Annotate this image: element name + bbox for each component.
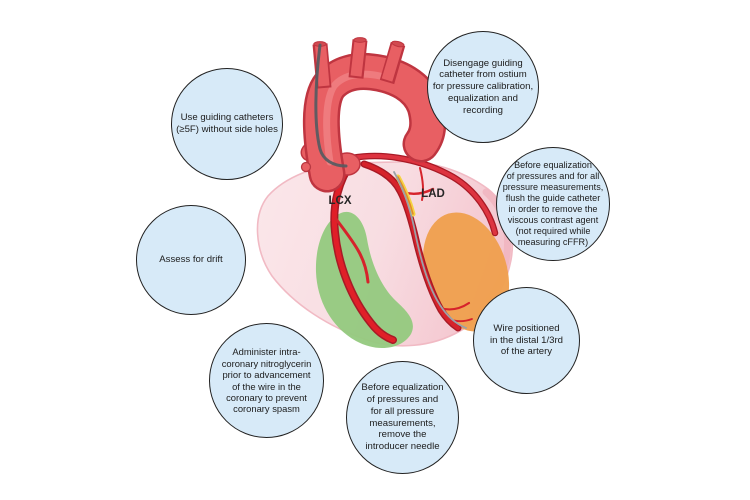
lad-stenosis-core: [397, 176, 414, 215]
bubble-disengage-catheter-text: Disengage guiding catheter from ostium f…: [432, 57, 534, 116]
lad-label: LAD: [421, 188, 445, 200]
bubble-assess-drift: Assess for drift: [136, 205, 246, 315]
bubble-wire-position-text: Wire positioned in the distal 1/3rd of t…: [489, 322, 564, 358]
bubble-nitroglycerin-text: Administer intra- coronary nitroglycerin…: [221, 346, 312, 415]
lad-distal-branch-2: [445, 317, 473, 323]
lcx-label: LCX: [329, 195, 352, 207]
root-vessel-stub: [300, 161, 312, 173]
circumflex-crossing-vessel-core: [350, 154, 497, 235]
bubble-guiding-catheter-size-text: Use guiding catheters (≥5F) without side…: [176, 112, 278, 135]
bubble-assess-drift-text: Assess for drift: [159, 254, 223, 266]
lad-territory-orange: [422, 212, 510, 332]
bubble-nitroglycerin: Administer intra- coronary nitroglycerin…: [209, 323, 324, 438]
bubble-remove-introducer-needle-text: Before equalization of pressures and for…: [361, 382, 444, 452]
lcx-branch: [334, 217, 370, 284]
lcx-artery: [331, 159, 396, 343]
bubble-flush-guide-catheter: Before equalization of pressures and for…: [496, 147, 610, 261]
bubble-flush-guide-catheter-text: Before equalization of pressures and for…: [502, 160, 604, 247]
bubble-wire-position: Wire positioned in the distal 1/3rd of t…: [473, 287, 580, 394]
guiding-catheter: [314, 43, 348, 168]
bubble-disengage-catheter: Disengage guiding catheter from ostium f…: [427, 31, 539, 143]
pressure-wire: [393, 171, 467, 329]
bubble-guiding-catheter-size: Use guiding catheters (≥5F) without side…: [171, 68, 283, 180]
crossing-vessel-twig: [419, 167, 425, 201]
bubble-remove-introducer-needle: Before equalization of pressures and for…: [346, 361, 459, 474]
